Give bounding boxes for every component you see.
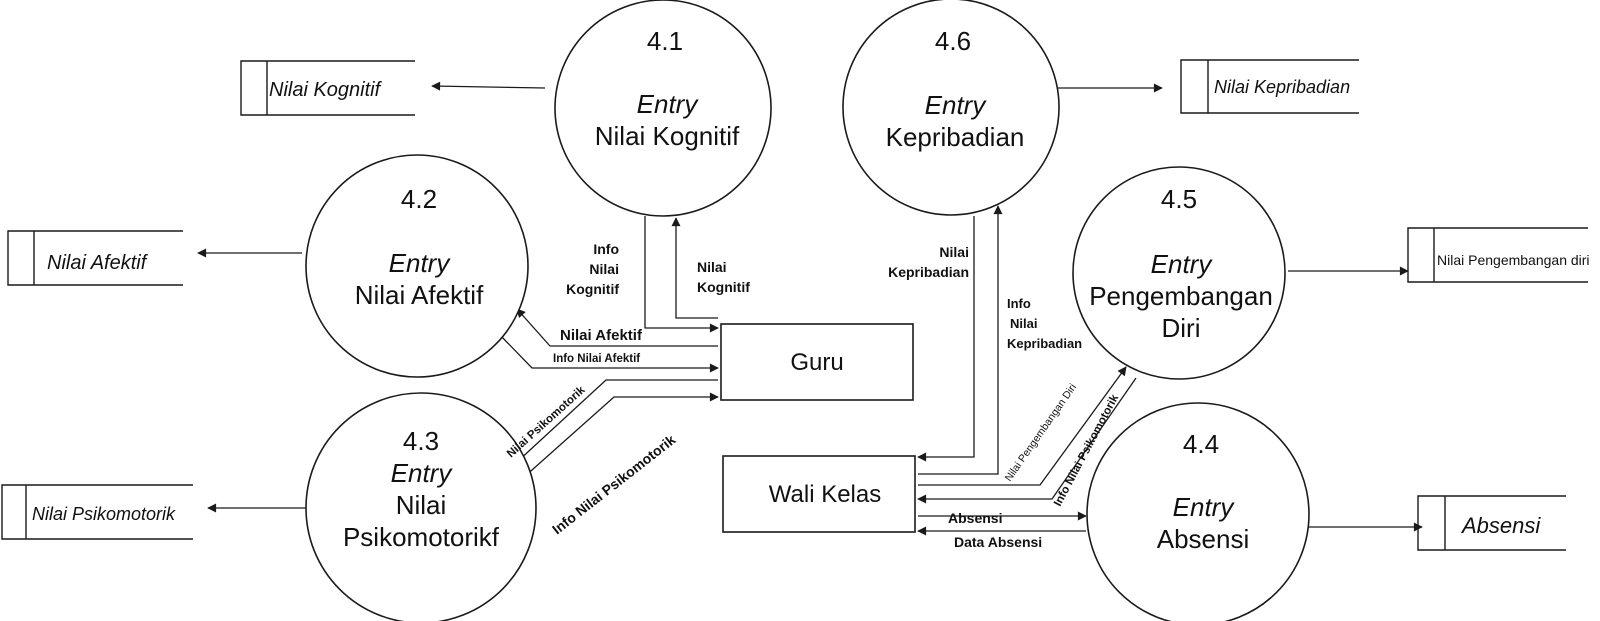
- process-4-5-line2: Pengembangan: [1089, 281, 1273, 311]
- store-nilai-pengembangan-label: Nilai Pengembangan diri: [1437, 252, 1590, 268]
- process-4-3-line3: Psikomotorikf: [343, 522, 500, 552]
- label-nilai-afektif: Nilai Afektif: [560, 327, 643, 344]
- label-nilai-kognitif-line1: Nilai: [697, 259, 727, 275]
- flow-info-afektif-arrow: [499, 334, 719, 373]
- process-4-4-line1: Entry: [1173, 492, 1236, 522]
- flow-nilai-psikomotorik-arrow: [516, 379, 718, 463]
- flow-nilai-kepribadian-arrow: [917, 216, 975, 462]
- entity-guru-label: Guru: [790, 349, 843, 376]
- flow-nilai-kognitif-arrow: [671, 217, 718, 319]
- store-nilai-kognitif-label: Nilai Kognitif: [269, 79, 383, 101]
- store-nilai-psikomotorik-label: Nilai Psikomotorik: [32, 504, 176, 524]
- process-4-4-line2: Absensi: [1157, 524, 1250, 554]
- label-nilai-kepribadian: Nilai Kepribadian: [888, 244, 969, 280]
- label-data-absensi: Data Absensi: [954, 534, 1042, 550]
- store-nilai-psikomotorik: Nilai Psikomotorik: [1, 484, 193, 540]
- flow-info-kognitif-arrow: [644, 216, 719, 333]
- process-4-5-number: 4.5: [1161, 184, 1197, 214]
- store-nilai-kognitif: Nilai Kognitif: [240, 60, 415, 116]
- label-nilai-pengembangan-diri: Nilai Pengembangan Diri: [1003, 382, 1079, 484]
- process-4-1: 4.1 Entry Nilai Kognitif: [554, 0, 772, 217]
- process-4-4: 4.4 Entry Absensi: [1086, 402, 1310, 621]
- label-info-nilai-afektif: Info Nilai Afektif: [553, 353, 640, 365]
- process-4-2-line2: Nilai Afektif: [355, 280, 484, 310]
- label-info-nilai-psikomotorik: Info Nilai Psikomotorik: [549, 431, 679, 537]
- store-nilai-afektif-label: Nilai Afektif: [47, 252, 149, 274]
- flow-info-kepribadian-arrow: [918, 205, 1003, 475]
- entity-guru: Guru: [720, 323, 914, 401]
- process-4-4-number: 4.4: [1183, 429, 1219, 459]
- process-4-1-number: 4.1: [647, 26, 683, 56]
- label-nilai-psikomotorik: Nilai Psikomotorik: [505, 384, 588, 460]
- process-4-1-line1: Entry: [637, 89, 700, 119]
- process-4-1-line2: Nilai Kognitif: [595, 121, 740, 151]
- label-info-kognitif-line2: Nilai: [589, 261, 619, 277]
- label-nilai-kognitif-line2: Kognitif: [697, 279, 750, 295]
- label-nilai-kepribadian-line1: Nilai: [939, 244, 969, 260]
- process-4-3-line1: Entry: [391, 458, 454, 488]
- entity-wali-kelas: Wali Kelas: [722, 455, 916, 533]
- store-nilai-pengembangan-diri: Nilai Pengembangan diri: [1407, 227, 1590, 283]
- store-nilai-kepribadian: Nilai Kepribadian: [1180, 59, 1359, 114]
- process-4-2-line1: Entry: [389, 248, 452, 278]
- flow-nilai-pengembangan-arrow: [918, 366, 1127, 486]
- process-4-5-line1: Entry: [1151, 249, 1214, 279]
- store-absensi: Absensi: [1417, 495, 1566, 551]
- entity-wali-kelas-label: Wali Kelas: [769, 481, 881, 508]
- process-4-6-number: 4.6: [935, 26, 971, 56]
- process-4-2-number: 4.2: [401, 184, 437, 214]
- process-4-3-number: 4.3: [403, 426, 439, 456]
- label-info-kepribadian-line3: Kepribadian: [1007, 336, 1082, 351]
- process-4-3-line2: Nilai: [396, 490, 447, 520]
- process-4-5-line3: Diri: [1162, 313, 1201, 343]
- label-info-kognitif-line1: Info: [593, 241, 619, 257]
- store-nilai-kepribadian-label: Nilai Kepribadian: [1214, 77, 1350, 97]
- label-absensi: Absensi: [948, 510, 1002, 526]
- process-4-3: 4.3 Entry Nilai Psikomotorikf: [305, 392, 537, 621]
- label-info-kepribadian-line2: Nilai: [1010, 316, 1037, 331]
- process-4-6-line2: Kepribadian: [886, 122, 1025, 152]
- label-info-kepribadian-line1: Info: [1007, 296, 1031, 311]
- store-absensi-label: Absensi: [1460, 513, 1541, 538]
- process-4-2: 4.2 Entry Nilai Afektif: [305, 154, 529, 378]
- label-info-kognitif-line3: Kognitif: [566, 281, 619, 297]
- flow-info-psikomotorik-wali-arrow: [917, 377, 1137, 504]
- process-4-6: 4.6 Entry Kepribadian: [842, 0, 1060, 216]
- process-4-6-line1: Entry: [925, 90, 988, 120]
- store-nilai-afektif: Nilai Afektif: [7, 230, 183, 286]
- label-info-nilai-kognitif: Info Nilai Kognitif: [566, 241, 619, 297]
- label-nilai-kognitif: Nilai Kognitif: [697, 259, 750, 295]
- label-info-nilai-kepribadian: Info Nilai Kepribadian: [1007, 296, 1082, 351]
- label-nilai-kepribadian-line2: Kepribadian: [888, 264, 969, 280]
- flow-nilai-afektif-arrow: [516, 308, 718, 347]
- flow-info-psikomotorik-arrow: [522, 392, 719, 479]
- process-4-5: 4.5 Entry Pengembangan Diri: [1072, 166, 1286, 380]
- flow-41-to-store-kognitif: [431, 81, 546, 91]
